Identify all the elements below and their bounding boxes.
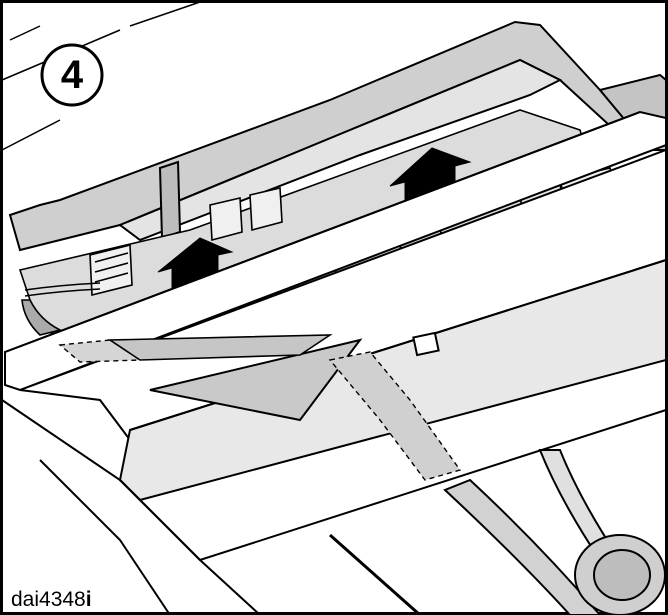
upper-housing — [8, 20, 667, 252]
figure-code: dai4348i — [10, 588, 95, 612]
cable-grommet — [443, 449, 666, 615]
front-rail — [4, 110, 667, 392]
figure-code-suffix: i — [85, 588, 92, 611]
figure-code-text: dai4348 — [11, 588, 86, 611]
ribbon-cable — [58, 334, 462, 481]
